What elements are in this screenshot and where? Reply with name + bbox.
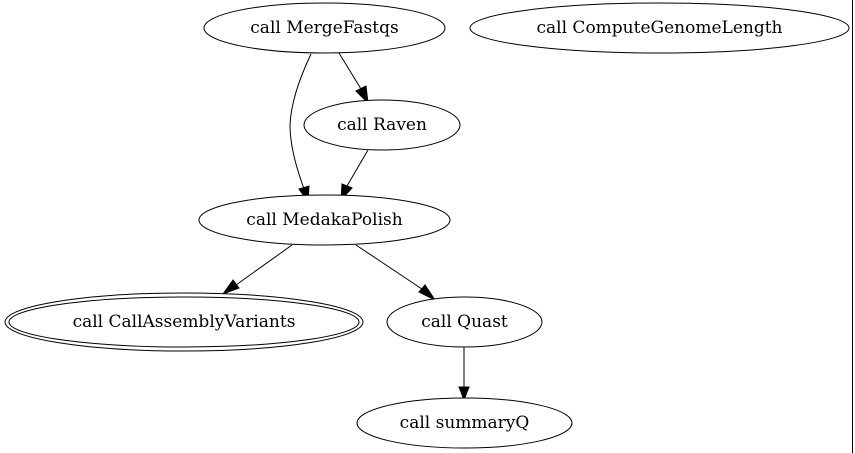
node-summaryq[interactable]: call summaryQ	[356, 397, 573, 449]
node-label: call summaryQ	[400, 413, 530, 433]
edge-raven-to-medakapolish	[340, 149, 369, 202]
node-quast[interactable]: call Quast	[386, 296, 543, 348]
node-raven[interactable]: call Raven	[303, 99, 461, 151]
node-mergefastqs[interactable]: call MergeFastqs	[203, 2, 446, 54]
edge-mergefastqs-to-raven	[338, 52, 369, 105]
nodes-layer: call MergeFastqs call ComputeGenomeLengt…	[4, 2, 850, 449]
node-medakapolish[interactable]: call MedakaPolish	[198, 194, 451, 246]
edge-quast-to-summaryq	[458, 346, 470, 402]
edge-medakapolish-to-callassemblyvariants	[221, 244, 293, 296]
node-label: call ComputeGenomeLength	[537, 18, 783, 38]
node-label: call CallAssemblyVariants	[73, 312, 296, 332]
node-label: call Raven	[337, 115, 427, 135]
node-callassemblyvariants[interactable]: call CallAssemblyVariants	[4, 292, 364, 352]
node-label: call MedakaPolish	[246, 210, 402, 230]
edges-layer	[221, 52, 470, 402]
node-label: call Quast	[421, 312, 508, 332]
node-computegenomelength[interactable]: call ComputeGenomeLength	[469, 2, 850, 54]
node-label: call MergeFastqs	[250, 18, 398, 38]
edge-medakapolish-to-quast	[355, 244, 437, 302]
